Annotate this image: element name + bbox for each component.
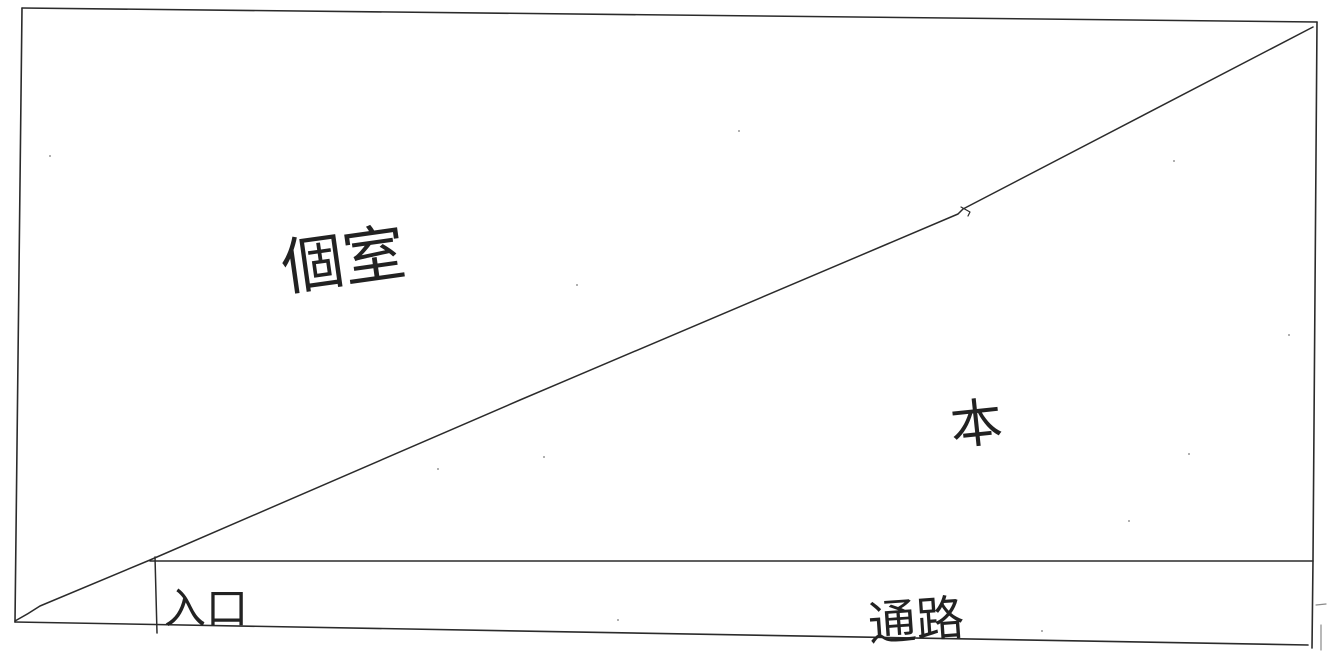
entrance-label: 入口: [164, 584, 248, 633]
right-edge: [1311, 21, 1318, 649]
right-edge-tick: [1315, 603, 1327, 606]
upper-region-label: 個室: [277, 215, 410, 305]
diagonal-divider: [14, 26, 1314, 622]
lower-region-label: 本: [948, 392, 1006, 457]
divider-tick: [960, 206, 971, 217]
paper-specks: [49, 130, 1290, 632]
left-edge: [14, 7, 23, 623]
outer-boundary: [14, 7, 1318, 649]
entrance-divider-line: [154, 556, 158, 634]
top-edge: [21, 7, 1318, 23]
passage-label: 通路: [866, 590, 966, 653]
bottom-edge: [14, 621, 1309, 646]
